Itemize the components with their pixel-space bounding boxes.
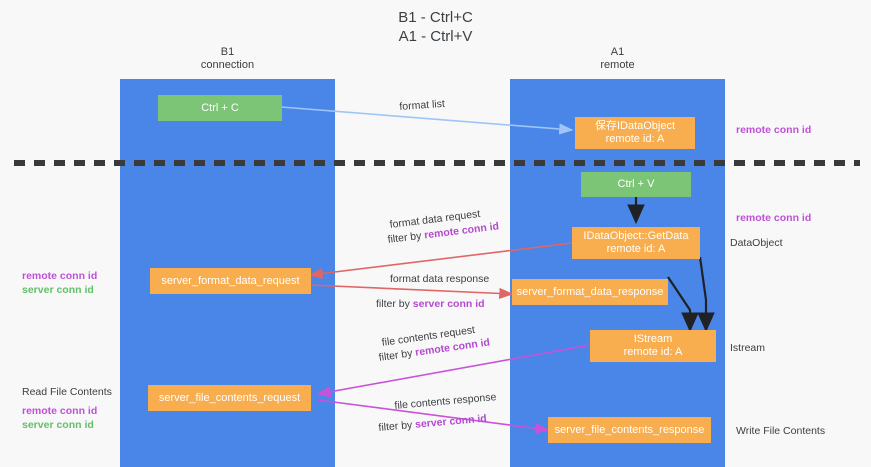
side-label-dataobject: DataObject	[730, 236, 783, 250]
node-idataobject-getdata-line2: remote id: A	[606, 243, 666, 255]
node-server-file-contents-request-label: server_file_contents_request	[158, 391, 301, 404]
title-line-1: B1 - Ctrl+C	[398, 9, 473, 26]
side-label-right-remote-conn-id-top: remote conn id	[736, 123, 811, 137]
node-idataobject-getdata-line1: IDataObject::GetData	[583, 230, 689, 242]
side-label-left-conn-ids-2: remote conn id server conn id	[22, 404, 97, 432]
side-label-dataobject-text: DataObject	[730, 237, 783, 249]
side-label-right-remote-conn-id-mid-text: remote conn id	[736, 212, 812, 224]
filter-value-server-conn-id: server conn id	[414, 412, 488, 431]
node-server-format-data-response[interactable]: server_format_data_response	[512, 279, 668, 305]
node-istream-line1: IStream	[633, 333, 673, 345]
edge-label-format-data-response-filter: filter by server conn id	[376, 298, 485, 311]
node-ctrl-v-label: Ctrl + V	[617, 178, 655, 190]
column-header-a1-role: remote	[600, 59, 635, 71]
column-header-b1-name: B1	[220, 46, 235, 58]
edge-label-format-list-text: format list	[399, 97, 446, 113]
filter-prefix: filter by	[376, 298, 413, 310]
title-line-2: A1 - Ctrl+V	[398, 28, 473, 45]
node-server-format-data-request[interactable]: server_format_data_request	[150, 268, 311, 294]
filter-prefix: filter by	[378, 418, 416, 434]
node-server-file-contents-request[interactable]: server_file_contents_request	[148, 385, 311, 411]
side-label-right-remote-conn-id-mid: remote conn id	[736, 211, 811, 225]
side-label-left-remote-conn-id-2: remote conn id	[22, 405, 98, 417]
side-label-write-file-contents-text: Write File Contents	[736, 425, 826, 437]
node-idataobject-store-line1: 保存IDataObject	[594, 120, 676, 132]
node-istream-line2: remote id: A	[623, 346, 683, 358]
column-header-b1: B1 connection	[120, 46, 335, 72]
edge-label-file-contents-response: file contents response	[394, 391, 497, 413]
side-label-left-server-conn-id: server conn id	[22, 284, 94, 296]
column-header-a1-name: A1	[610, 46, 625, 58]
node-ctrl-c-label: Ctrl + C	[201, 101, 239, 114]
arrow-format-data-response	[309, 284, 514, 300]
node-idataobject-store-line2: remote id: A	[605, 133, 665, 145]
node-server-format-data-response-label: server_format_data_response	[516, 285, 664, 298]
side-label-left-remote-conn-id: remote conn id	[22, 270, 98, 282]
node-idataobject-getdata[interactable]: IDataObject::GetData remote id: A	[572, 227, 700, 259]
side-label-left-server-conn-id-2: server conn id	[22, 419, 94, 431]
node-server-file-contents-response-label: server_file_contents_response	[554, 423, 705, 436]
column-header-b1-role: connection	[200, 59, 255, 71]
side-label-write-file-contents: Write File Contents	[736, 424, 825, 438]
side-label-istream: Istream	[730, 341, 765, 355]
node-istream[interactable]: IStream remote id: A	[590, 330, 716, 362]
column-header-a1: A1 remote	[510, 46, 725, 72]
node-server-format-data-request-label: server_format_data_request	[161, 274, 300, 287]
edge-label-format-data-response: format data response	[390, 273, 489, 286]
page-title: B1 - Ctrl+C A1 - Ctrl+V	[0, 8, 871, 46]
edge-label-file-contents-response-text: file contents response	[394, 391, 497, 412]
node-ctrl-v[interactable]: Ctrl + V	[581, 172, 691, 197]
node-server-file-contents-response[interactable]: server_file_contents_response	[548, 417, 711, 443]
edge-label-format-list: format list	[399, 98, 445, 114]
node-idataobject-store[interactable]: 保存IDataObject remote id: A	[575, 117, 695, 149]
side-label-read-file-contents-text: Read File Contents	[22, 386, 112, 398]
side-label-read-file-contents: Read File Contents	[22, 385, 112, 399]
side-label-istream-text: Istream	[730, 342, 766, 354]
node-ctrl-c[interactable]: Ctrl + C	[158, 95, 282, 121]
side-label-right-remote-conn-id-top-text: remote conn id	[736, 124, 812, 136]
edge-label-format-data-response-text: format data response	[390, 273, 490, 285]
filter-prefix: filter by	[387, 229, 425, 246]
side-label-left-conn-ids: remote conn id server conn id	[22, 269, 97, 297]
edge-label-file-contents-response-filter: filter by server conn id	[378, 413, 487, 435]
filter-value-server-conn-id: server conn id	[412, 298, 485, 310]
